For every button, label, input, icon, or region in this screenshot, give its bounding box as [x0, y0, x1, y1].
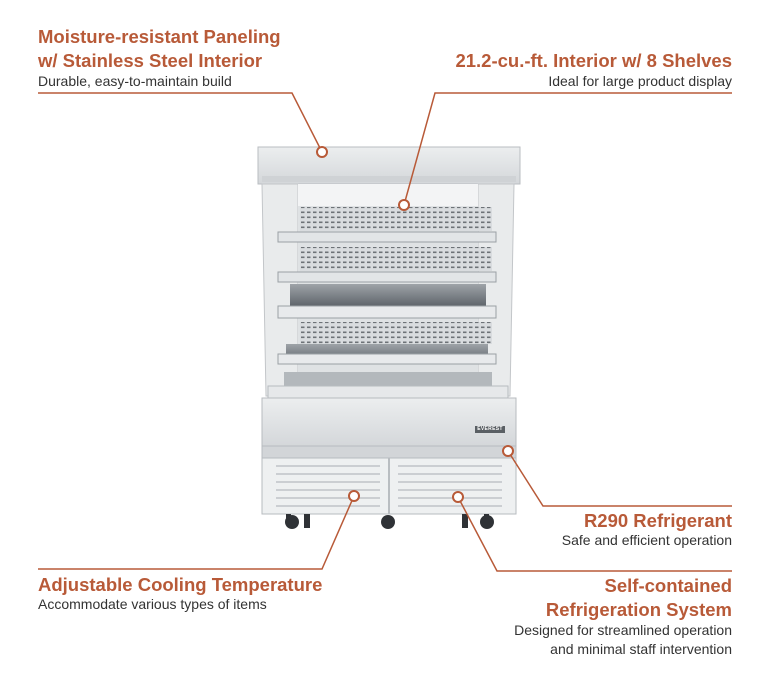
shelf — [277, 231, 497, 243]
base-cabinet — [261, 397, 517, 515]
feature-desc-paneling: Durable, easy-to-maintain build — [38, 73, 232, 89]
louver-vents — [276, 465, 502, 507]
shelf — [277, 344, 497, 365]
callout-line-refrigerant — [507, 450, 732, 507]
callout-marker — [452, 491, 464, 503]
canopy — [257, 146, 521, 185]
feature-desc-cooling: Accommodate various types of items — [38, 596, 267, 612]
perforated-panel — [300, 322, 492, 344]
callout-line-paneling — [38, 92, 323, 153]
callout-line-cooling — [38, 495, 355, 570]
feature-title-cooling: Adjustable Cooling Temperature — [38, 574, 323, 595]
shelf — [277, 271, 497, 283]
feature-title-interior: 21.2-cu.-ft. Interior w/ 8 Shelves — [455, 50, 732, 71]
feature-title-refrigerant: R290 Refrigerant — [583, 510, 732, 531]
brand-badge — [475, 426, 505, 433]
callout-marker — [502, 445, 514, 457]
callout-marker — [398, 199, 410, 211]
callout-marker — [348, 490, 360, 502]
feature-desc-interior: Ideal for large product display — [548, 73, 732, 89]
brand-label: EVEREST — [477, 426, 503, 432]
perforated-panel — [300, 247, 492, 271]
shelf — [277, 284, 497, 319]
feature-desc-refrigerant: Safe and efficient operation — [561, 532, 732, 548]
feature-title-selfcontained-line2: Refrigeration System — [545, 599, 732, 620]
bottom-deck — [267, 372, 509, 399]
feature-desc-selfcontained-line2: and minimal staff intervention — [550, 641, 732, 657]
feature-title-paneling-line1: Moisture-resistant Paneling — [38, 26, 281, 47]
feature-desc-selfcontained-line1: Designed for streamlined operation — [514, 622, 732, 638]
feature-title-selfcontained-line1: Self-contained — [604, 575, 732, 596]
caster-wheels — [285, 514, 494, 529]
perforated-panel — [300, 207, 492, 231]
callout-line-interior — [403, 92, 732, 206]
callout-marker — [316, 146, 328, 158]
callout-line-selfcontained — [457, 496, 732, 572]
feature-title-paneling-line2: w/ Stainless Steel Interior — [38, 50, 263, 71]
